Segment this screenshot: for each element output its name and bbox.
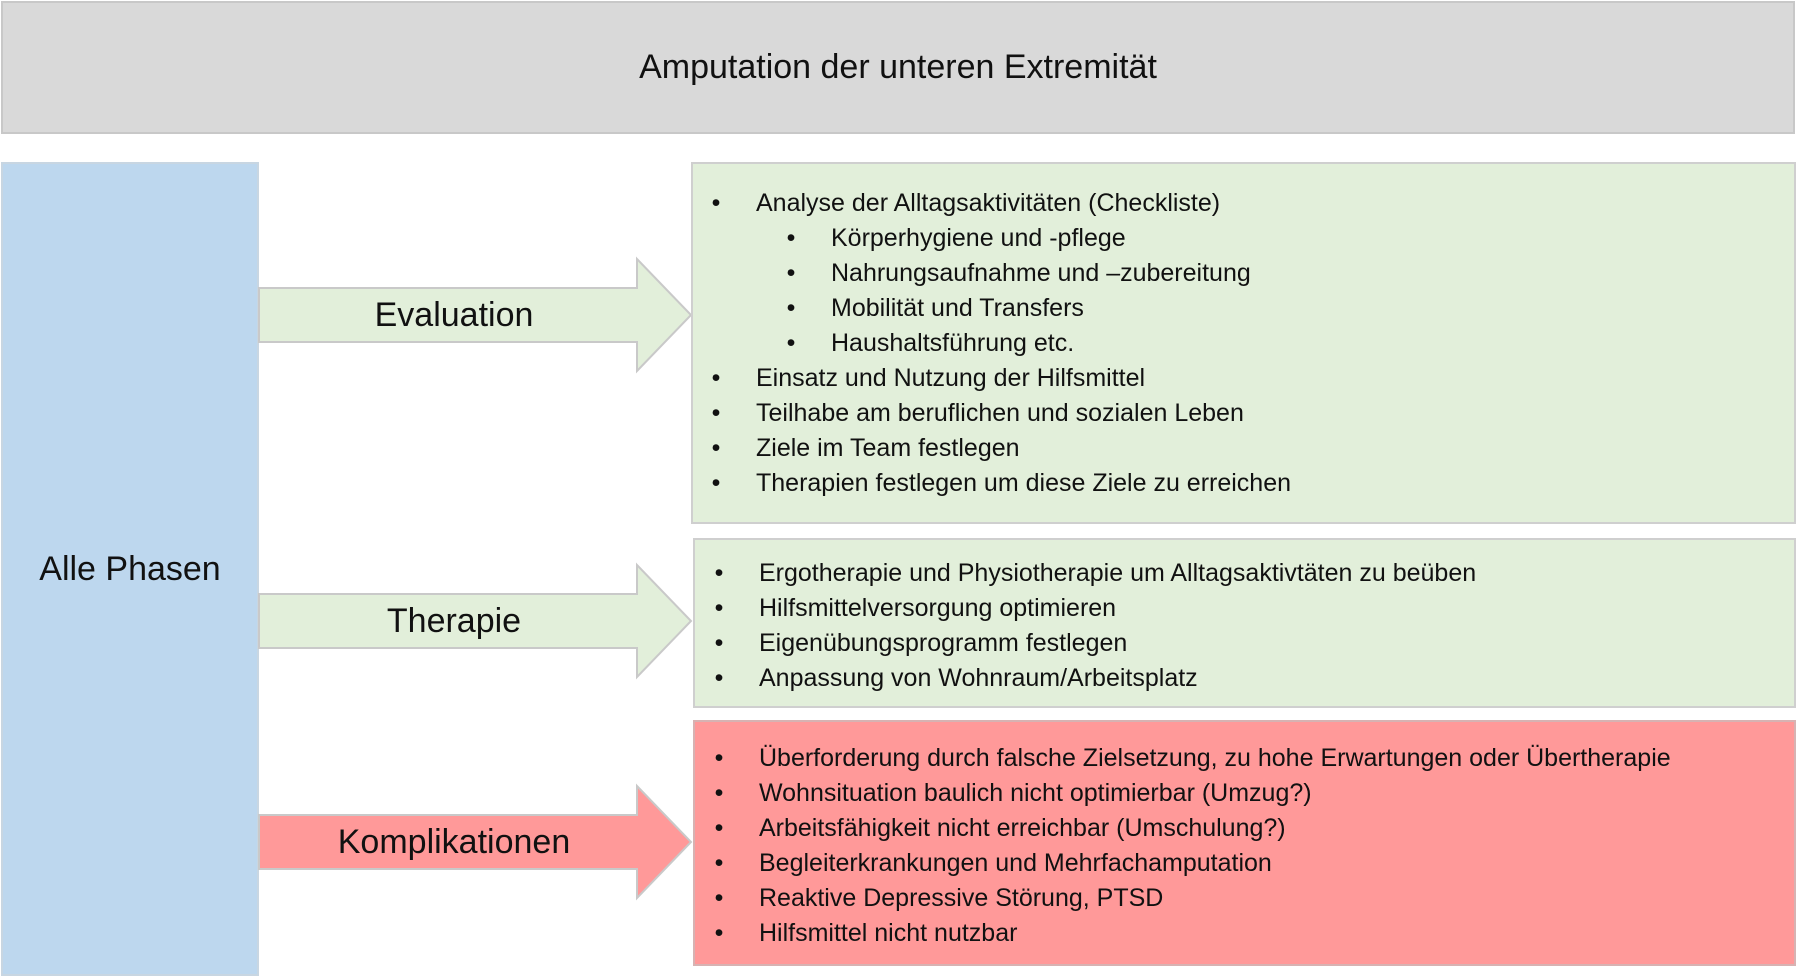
list-item: • Begleiterkrankungen und Mehrfachamputat…: [715, 846, 1794, 881]
therapie-label: Therapie: [386, 601, 522, 640]
komplikationen-list: • Überforderung durch falsche Zielsetzung…: [695, 722, 1794, 951]
list-item: • Analyse der Alltagsaktivitäten (Checkli…: [712, 186, 1794, 221]
diagram-title: Amputation der unteren Extremität: [639, 48, 1157, 86]
bullet-icon: •: [714, 744, 724, 772]
bullet-icon: •: [714, 594, 724, 622]
list-item-text: Reaktive Depressive Störung, PTSD: [759, 884, 1164, 912]
bullet-icon: •: [786, 259, 796, 287]
komplikationen-arrow: Komplikationen: [258, 783, 693, 901]
bullet-icon: •: [786, 224, 796, 252]
evaluation-list: • Analyse der Alltagsaktivitäten (Checkli…: [693, 164, 1794, 501]
bullet-icon: •: [711, 469, 721, 497]
therapie-arrow-shape: [258, 562, 693, 680]
list-item-text: Wohnsituation baulich nicht optimierbar …: [759, 779, 1312, 807]
bullet-icon: •: [786, 294, 796, 322]
phase-label: Alle Phasen: [39, 549, 221, 588]
list-item-text: Überforderung durch falsche Zielsetzung,…: [759, 744, 1671, 772]
bullet-icon: •: [714, 629, 724, 657]
list-item: • Hilfsmittel nicht nutzbar: [715, 916, 1794, 951]
list-item-text: Analyse der Alltagsaktivitäten (Checklis…: [756, 189, 1221, 217]
sub-list-item: • Körperhygiene und -pflege: [787, 221, 1794, 256]
bullet-icon: •: [714, 814, 724, 842]
list-item-text: Nahrungsaufnahme und –zubereitung: [831, 259, 1251, 287]
list-item-text: Begleiterkrankungen und Mehrfachamputati…: [759, 849, 1272, 877]
bullet-icon: •: [711, 399, 721, 427]
list-item-text: Anpassung von Wohnraum/Arbeitsplatz: [759, 664, 1198, 692]
diagram-title-box: Amputation der unteren Extremität: [1, 1, 1795, 134]
list-item-text: Eigenübungsprogramm festlegen: [759, 629, 1128, 657]
list-item-text: Therapien festlegen um diese Ziele zu er…: [756, 469, 1292, 497]
list-item-text: Einsatz und Nutzung der Hilfsmittel: [756, 364, 1146, 392]
bullet-icon: •: [714, 849, 724, 877]
komplikationen-arrow-shape: [258, 783, 693, 901]
list-item-text: Arbeitsfähigkeit nicht erreichbar (Umsch…: [759, 814, 1286, 842]
list-item-text: Hilfsmittel nicht nutzbar: [759, 919, 1018, 947]
bullet-icon: •: [711, 434, 721, 462]
list-item-text: Mobilität und Transfers: [831, 294, 1084, 322]
bullet-icon: •: [714, 884, 724, 912]
therapie-arrow: Therapie: [258, 562, 693, 680]
phase-box: Alle Phasen: [1, 162, 259, 976]
list-item: • Wohnsituation baulich nicht optimierbar…: [715, 776, 1794, 811]
therapie-box: • Ergotherapie und Physiotherapie um Allt…: [693, 538, 1796, 708]
evaluation-arrow: Evaluation: [258, 256, 693, 374]
bullet-icon: •: [786, 329, 796, 357]
list-item-text: Körperhygiene und -pflege: [831, 224, 1126, 252]
list-item-text: Teilhabe am beruflichen und sozialen Leb…: [756, 399, 1244, 427]
sub-list-item: • Nahrungsaufnahme und –zubereitung: [787, 256, 1794, 291]
list-item-text: Haushaltsführung etc.: [831, 329, 1075, 357]
list-item: • Einsatz und Nutzung der Hilfsmittel: [712, 361, 1794, 396]
evaluation-label: Evaluation: [374, 295, 534, 334]
sub-list-item: • Haushaltsführung etc.: [787, 326, 1794, 361]
list-item: • Therapien festlegen um diese Ziele zu e…: [712, 466, 1794, 501]
list-item-text: Ergotherapie und Physiotherapie um Allta…: [759, 559, 1477, 587]
bullet-icon: •: [714, 559, 724, 587]
list-item: • Ziele im Team festlegen: [712, 431, 1794, 466]
bullet-icon: •: [711, 189, 721, 217]
list-item: • Eigenübungsprogramm festlegen: [715, 626, 1794, 661]
list-item: • Ergotherapie und Physiotherapie um Allt…: [715, 556, 1794, 591]
list-item: • Hilfsmittelversorgung optimieren: [715, 591, 1794, 626]
bullet-icon: •: [714, 919, 724, 947]
list-item: • Reaktive Depressive Störung, PTSD: [715, 881, 1794, 916]
therapie-list: • Ergotherapie und Physiotherapie um Allt…: [695, 540, 1794, 696]
list-item: • Arbeitsfähigkeit nicht erreichbar (Umsc…: [715, 811, 1794, 846]
list-item-text: Ziele im Team festlegen: [756, 434, 1020, 462]
list-item: • Anpassung von Wohnraum/Arbeitsplatz: [715, 661, 1794, 696]
list-item: • Überforderung durch falsche Zielsetzung…: [715, 741, 1794, 776]
bullet-icon: •: [714, 664, 724, 692]
list-item: • Teilhabe am beruflichen und sozialen Le…: [712, 396, 1794, 431]
list-item-text: Hilfsmittelversorgung optimieren: [759, 594, 1117, 622]
sub-list-item: • Mobilität und Transfers: [787, 291, 1794, 326]
bullet-icon: •: [714, 779, 724, 807]
bullet-icon: •: [711, 364, 721, 392]
komplikationen-box: • Überforderung durch falsche Zielsetzung…: [693, 720, 1796, 966]
evaluation-box: • Analyse der Alltagsaktivitäten (Checkli…: [691, 162, 1796, 524]
komplikationen-label: Komplikationen: [337, 822, 571, 861]
evaluation-arrow-shape: [258, 256, 693, 374]
